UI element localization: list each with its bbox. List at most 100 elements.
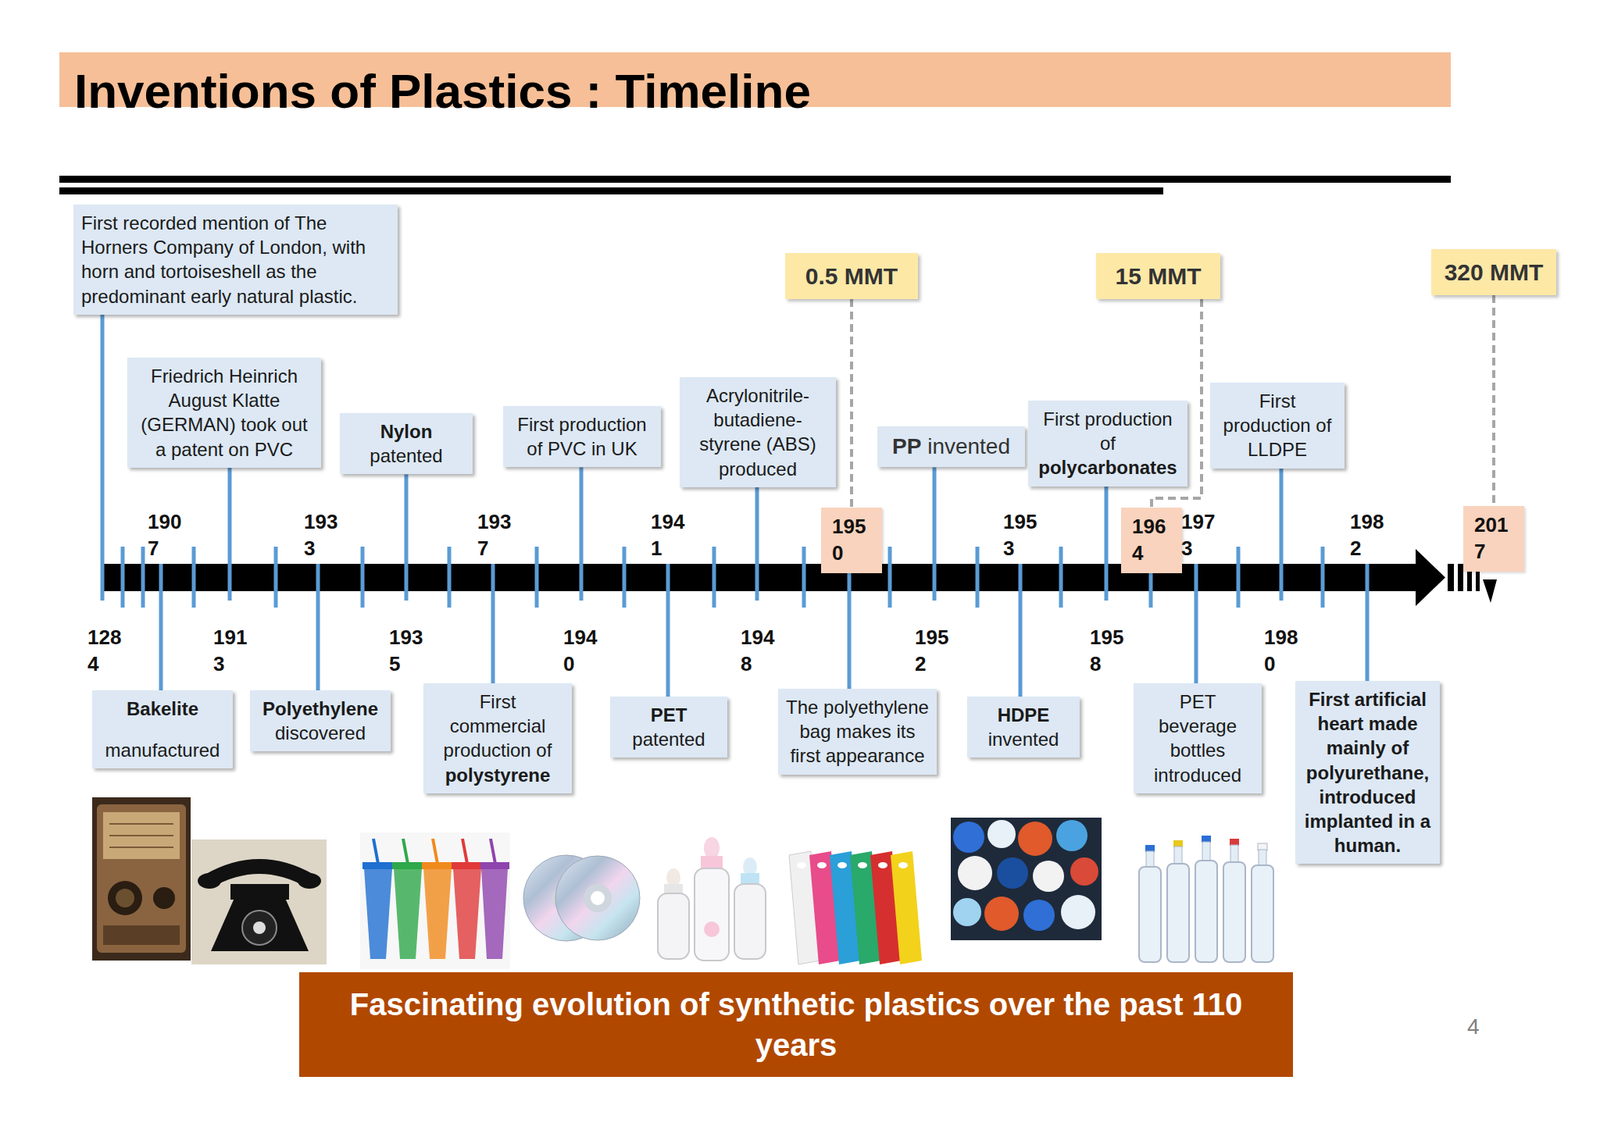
timeline-stem (932, 467, 937, 601)
timeline-stem (1365, 564, 1370, 682)
event-box: First production of PVC in UK (503, 406, 661, 468)
bottle-caps-photo (996, 857, 1029, 890)
event-text: The polyethylene bag makes its first app… (785, 695, 929, 769)
plastic-cups-photo (451, 862, 483, 870)
rule-thick (59, 175, 1451, 183)
timeline-tick (888, 546, 893, 608)
production-callout: 15 MMT (1096, 253, 1221, 300)
telephone-photo (191, 839, 327, 965)
event-box: PET beverage bottles introduced (1133, 683, 1262, 794)
telephone-photo (210, 898, 309, 952)
dashed-connector (1492, 295, 1496, 507)
year-label: 1913 (213, 625, 250, 679)
year-box: 1964 (1121, 507, 1183, 574)
slide-title: Inventions of Plastics : Timeline (74, 62, 811, 121)
plastic-cups-photo (403, 839, 408, 865)
plastic-bags-photo (837, 862, 847, 869)
bakelite-radio-photo (109, 823, 174, 825)
event-text: Friedrich Heinrich August Klatte (GERMAN… (135, 364, 314, 462)
event-heading: 1950 (832, 514, 868, 568)
production-callout: 0.5 MMT (785, 253, 918, 300)
event-heading: 2017 (1474, 512, 1511, 566)
plastic-bags-photo (890, 851, 922, 965)
year-label: 1937 (477, 509, 514, 563)
event-box: Friedrich Heinrich August Klatte (GERMAN… (127, 357, 322, 468)
event-heading: 320 MMT (1437, 257, 1550, 288)
event-heading: First artificial heart made mainly of po… (1303, 687, 1433, 858)
event-heading: Bakelite (100, 696, 225, 722)
baby-bottles-photo (694, 868, 729, 961)
bottle-caps-photo (1023, 900, 1055, 932)
timeline-stem (1104, 486, 1109, 601)
event-text: manufactured (100, 738, 225, 763)
plastic-cups-photo (462, 839, 468, 865)
telephone-photo (197, 873, 222, 890)
baby-bottles-photo (703, 837, 720, 860)
year-label: 1284 (87, 625, 124, 679)
timeline-tick (975, 546, 980, 608)
plastic-bags-photo (878, 862, 888, 869)
plastic-bags-photo (796, 862, 807, 869)
event-heading: 1964 (1132, 514, 1168, 568)
event-box: Polyethylenediscovered (250, 690, 391, 752)
event-heading: HDPE (975, 703, 1072, 728)
telephone-photo (204, 859, 315, 888)
timeline-tick (1059, 546, 1064, 608)
baby-bottles-photo (703, 921, 720, 938)
year-box: 1950 (821, 507, 883, 574)
timeline-stem (159, 564, 164, 691)
plastic-cups-photo (423, 868, 452, 960)
timeline-stem (491, 564, 496, 684)
timeline-tick (622, 546, 627, 608)
event-heading: polycarbonates (1035, 455, 1180, 480)
plastic-cups-photo (481, 868, 508, 960)
bakelite-radio-photo (115, 889, 135, 908)
timeline-tick (192, 546, 197, 608)
year-label: 1935 (389, 625, 425, 679)
page-number: 4 (1467, 1014, 1480, 1041)
event-box: Nylonpatented (339, 413, 473, 475)
timeline-tick (141, 546, 146, 608)
telephone-photo (230, 884, 290, 900)
plastic-cups-photo (362, 862, 394, 870)
year-label: 1933 (303, 509, 340, 563)
year-label: 1980 (1264, 625, 1300, 679)
plastic-cups-photo (453, 868, 482, 960)
timeline-axis (1447, 564, 1454, 592)
year-label: 1982 (1350, 509, 1386, 563)
bottle-caps-photo (1060, 895, 1096, 930)
bakelite-radio-photo (92, 797, 191, 961)
plastic-cups-photo (364, 868, 393, 960)
event-text: First production of LLDPE (1217, 389, 1337, 463)
timeline-tick (274, 546, 279, 608)
plastic-cups-photo (392, 862, 424, 870)
cd-photo (523, 855, 640, 942)
event-box: HDPEinvented (967, 696, 1080, 758)
pet-bottles-photo (1251, 865, 1274, 963)
bottle-caps-photo (984, 896, 1019, 932)
timeline-stem (847, 564, 852, 690)
event-heading: polystyrene (431, 763, 565, 788)
pet-bottles-photo (1230, 845, 1239, 865)
bakelite-radio-photo (107, 881, 143, 916)
bakelite-radio-photo (109, 846, 174, 849)
bottle-caps-photo (957, 856, 993, 891)
event-box: PETpatented (610, 696, 728, 758)
timeline-tick (712, 546, 717, 608)
timeline-stem (404, 474, 409, 601)
event-heading: 15 MMT (1102, 260, 1215, 292)
timeline-tick (1236, 546, 1241, 608)
plastic-cups-photo (432, 839, 438, 865)
plastic-cups-photo (490, 839, 496, 865)
cd-photo (583, 884, 612, 913)
timeline-stem (1279, 468, 1284, 601)
event-box: First recorded mention of The Horners Co… (73, 204, 398, 315)
event-box: Acrylonitrile-butadiene-styrene (ABS) pr… (679, 377, 836, 488)
bottle-caps-photo (950, 817, 1102, 941)
event-text: First production of (1035, 407, 1180, 456)
timeline-stem (228, 467, 233, 601)
plastic-bags-photo (857, 862, 868, 869)
event-heading: PP (892, 434, 922, 459)
